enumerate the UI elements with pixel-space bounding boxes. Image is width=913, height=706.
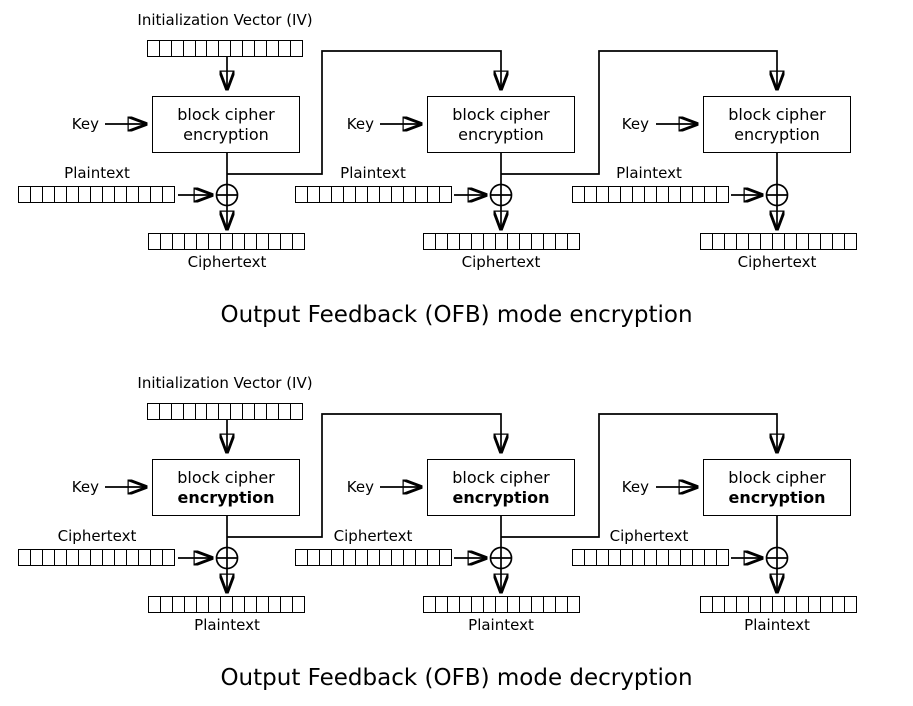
output-label: Ciphertext	[461, 253, 541, 271]
register-cell	[715, 549, 730, 566]
iv-label: Initialization Vector (IV)	[137, 374, 313, 392]
output-label: Ciphertext	[187, 253, 267, 271]
box-label-line1: block cipher	[177, 467, 275, 487]
key-label: Key	[71, 478, 99, 496]
block-cipher-box: block cipher encryption	[427, 459, 575, 516]
input-register	[18, 186, 176, 203]
xor-icon	[215, 183, 239, 207]
iv-register	[147, 40, 304, 57]
block-cipher-box: block cipher encryption	[703, 96, 851, 153]
input-label: Ciphertext	[609, 527, 689, 545]
register-cell	[291, 596, 306, 613]
key-label: Key	[621, 115, 649, 133]
input-label: Plaintext	[340, 164, 406, 182]
register-cell	[438, 549, 453, 566]
register-cell	[289, 403, 304, 420]
diagram-title: Output Feedback (OFB) mode encryption	[220, 302, 693, 328]
output-register	[148, 233, 306, 250]
box-label-line1: block cipher	[728, 467, 826, 487]
output-label: Plaintext	[194, 616, 260, 634]
box-label-line2: encryption	[452, 487, 550, 507]
register-cell	[843, 596, 858, 613]
box-label-line1: block cipher	[177, 104, 275, 124]
register-cell	[438, 186, 453, 203]
block-cipher-box: block cipher encryption	[152, 96, 300, 153]
output-register	[148, 596, 306, 613]
input-register	[295, 186, 453, 203]
box-label-line2: encryption	[183, 124, 269, 144]
xor-icon	[765, 183, 789, 207]
iv-register	[147, 403, 304, 420]
diagram-title: Output Feedback (OFB) mode decryption	[220, 665, 693, 691]
key-label: Key	[621, 478, 649, 496]
box-label-line1: block cipher	[452, 467, 550, 487]
box-label-line2: encryption	[458, 124, 544, 144]
connector-wires-decryption	[105, 413, 789, 703]
box-label-line2: encryption	[177, 487, 275, 507]
feedback-wire-1	[227, 413, 501, 538]
key-label: Key	[71, 115, 99, 133]
connector-wires-encryption	[105, 50, 789, 340]
box-label-line1: block cipher	[452, 104, 550, 124]
input-register	[572, 186, 730, 203]
register-cell	[566, 596, 581, 613]
feedback-wire-1	[227, 50, 501, 175]
input-register	[18, 549, 176, 566]
register-cell	[566, 233, 581, 250]
input-label: Plaintext	[616, 164, 682, 182]
input-register	[295, 549, 453, 566]
box-label-line2: encryption	[734, 124, 820, 144]
block-cipher-box: block cipher encryption	[703, 459, 851, 516]
box-label-line1: block cipher	[728, 104, 826, 124]
input-register	[572, 549, 730, 566]
register-cell	[291, 233, 306, 250]
output-label: Ciphertext	[737, 253, 817, 271]
xor-icon	[489, 546, 513, 570]
block-cipher-box: block cipher encryption	[152, 459, 300, 516]
register-cell	[289, 40, 304, 57]
output-register	[423, 233, 581, 250]
register-cell	[715, 186, 730, 203]
feedback-wire-2	[501, 50, 777, 175]
register-cell	[843, 233, 858, 250]
xor-icon	[765, 546, 789, 570]
input-label: Plaintext	[64, 164, 130, 182]
feedback-wire-2	[501, 413, 777, 538]
register-cell	[161, 186, 176, 203]
box-label-line2: encryption	[728, 487, 826, 507]
xor-icon	[215, 546, 239, 570]
output-register	[700, 233, 858, 250]
key-label: Key	[346, 478, 374, 496]
output-label: Plaintext	[468, 616, 534, 634]
iv-label: Initialization Vector (IV)	[137, 11, 313, 29]
input-label: Ciphertext	[57, 527, 137, 545]
xor-icon	[489, 183, 513, 207]
output-label: Plaintext	[744, 616, 810, 634]
register-cell	[161, 549, 176, 566]
output-register	[700, 596, 858, 613]
input-label: Ciphertext	[333, 527, 413, 545]
key-label: Key	[346, 115, 374, 133]
output-register	[423, 596, 581, 613]
block-cipher-box: block cipher encryption	[427, 96, 575, 153]
